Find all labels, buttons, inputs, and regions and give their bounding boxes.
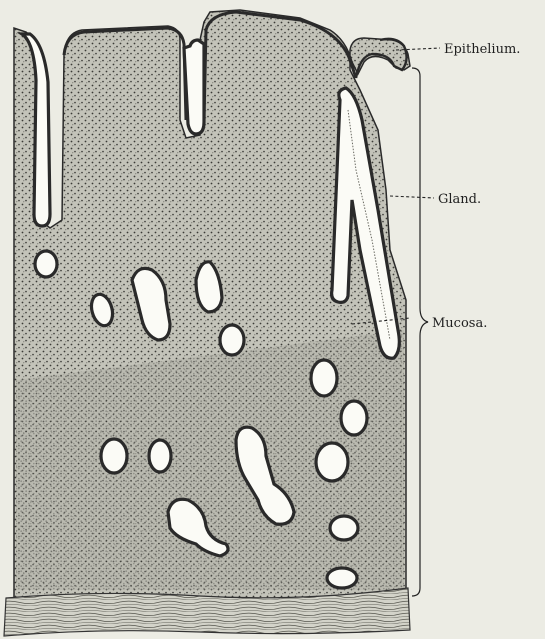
mucosa-brace bbox=[412, 68, 428, 596]
epithelium-label: Epithelium. bbox=[444, 42, 520, 57]
gland-leader bbox=[390, 196, 434, 198]
gland-section-9 bbox=[149, 440, 171, 472]
gland-section-11 bbox=[316, 443, 348, 481]
crypt-gland-middle bbox=[184, 40, 204, 134]
gland-section-13 bbox=[330, 516, 358, 540]
gland-section-14 bbox=[327, 568, 357, 588]
gland-section-8 bbox=[101, 439, 127, 473]
gland-section-6 bbox=[311, 360, 337, 396]
gland-section-5 bbox=[220, 325, 244, 355]
gland-section-1 bbox=[35, 251, 57, 277]
gland-section-7 bbox=[341, 401, 367, 435]
gland-label: Gland. bbox=[438, 192, 481, 207]
mucosa-label: Mucosa. bbox=[432, 316, 487, 331]
